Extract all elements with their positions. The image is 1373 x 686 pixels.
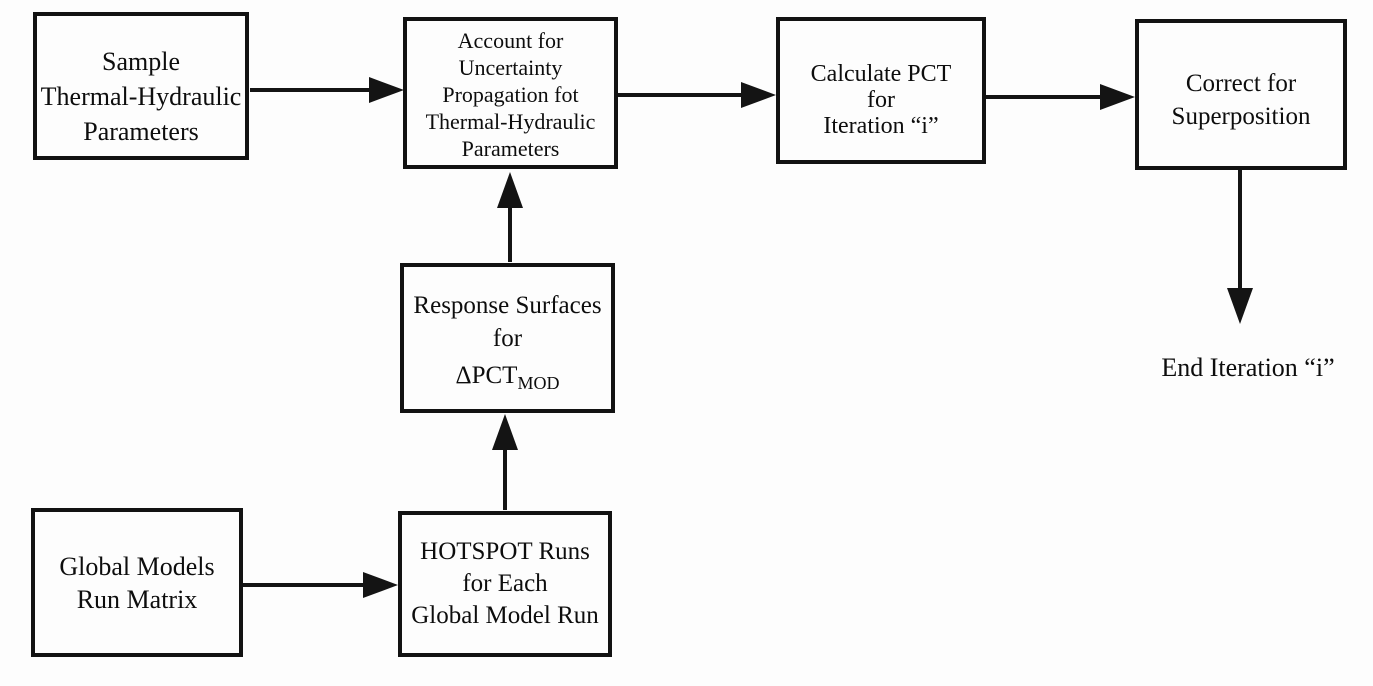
arrow-sample-to-account xyxy=(250,77,404,103)
node-line: Global Model Run xyxy=(411,602,599,629)
node-line: Run Matrix xyxy=(76,584,198,614)
node-response-surfaces-delta-pct-mod: Response Surfaces for ΔPCTMOD xyxy=(400,263,615,413)
node-line: Thermal-Hydraulic xyxy=(425,108,596,134)
node-global-models-run-matrix: Global Models Run Matrix xyxy=(31,508,243,657)
node-line: Response Surfaces xyxy=(413,291,602,319)
node-line: Global Models xyxy=(59,551,215,581)
node-line: Iteration “i” xyxy=(823,112,939,139)
node-line: HOTSPOT Runs xyxy=(420,538,590,565)
node-line: Superposition xyxy=(1171,102,1311,130)
node-correct-for-superposition: Correct for Superposition xyxy=(1135,19,1347,170)
node-calculate-pct-iteration-i: Calculate PCT for Iteration “i” xyxy=(776,17,986,164)
node-line: Account for xyxy=(457,27,564,53)
node-hotspot-runs: HOTSPOT Runs for Each Global Model Run xyxy=(398,511,612,657)
formula-base: ΔPCT xyxy=(455,361,518,389)
node-account-for-uncertainty-propagation: Account for Uncertainty Propagation fot … xyxy=(403,17,618,169)
node-line: Calculate PCT xyxy=(810,60,952,87)
arrow-response-to-account xyxy=(497,172,523,262)
node-line: Sample xyxy=(102,47,180,76)
node-line: Parameters xyxy=(83,117,199,146)
node-line: for Each xyxy=(462,570,548,597)
node-line: Uncertainty xyxy=(458,54,563,80)
arrow-global-to-hotspot xyxy=(243,572,398,598)
node-line: Propagation fot xyxy=(442,81,579,107)
node-sample-thermal-hydraulic-parameters: Sample Thermal-Hydraulic Parameters xyxy=(33,12,249,160)
arrow-calculate-to-correct xyxy=(986,84,1135,110)
arrow-hotspot-to-response xyxy=(492,414,518,510)
node-line: Thermal-Hydraulic xyxy=(40,82,242,111)
node-line: for xyxy=(867,86,895,113)
arrow-correct-to-end xyxy=(1227,170,1253,324)
delta-pct-mod-formula: ΔPCTMOD xyxy=(456,359,560,392)
end-iteration-label: End Iteration “i” xyxy=(1161,353,1335,382)
formula-subscript: MOD xyxy=(517,372,560,393)
node-line: for xyxy=(492,324,523,352)
node-line: Correct for xyxy=(1185,69,1297,97)
node-line: Parameters xyxy=(461,135,560,161)
arrow-account-to-calculate xyxy=(618,82,776,108)
